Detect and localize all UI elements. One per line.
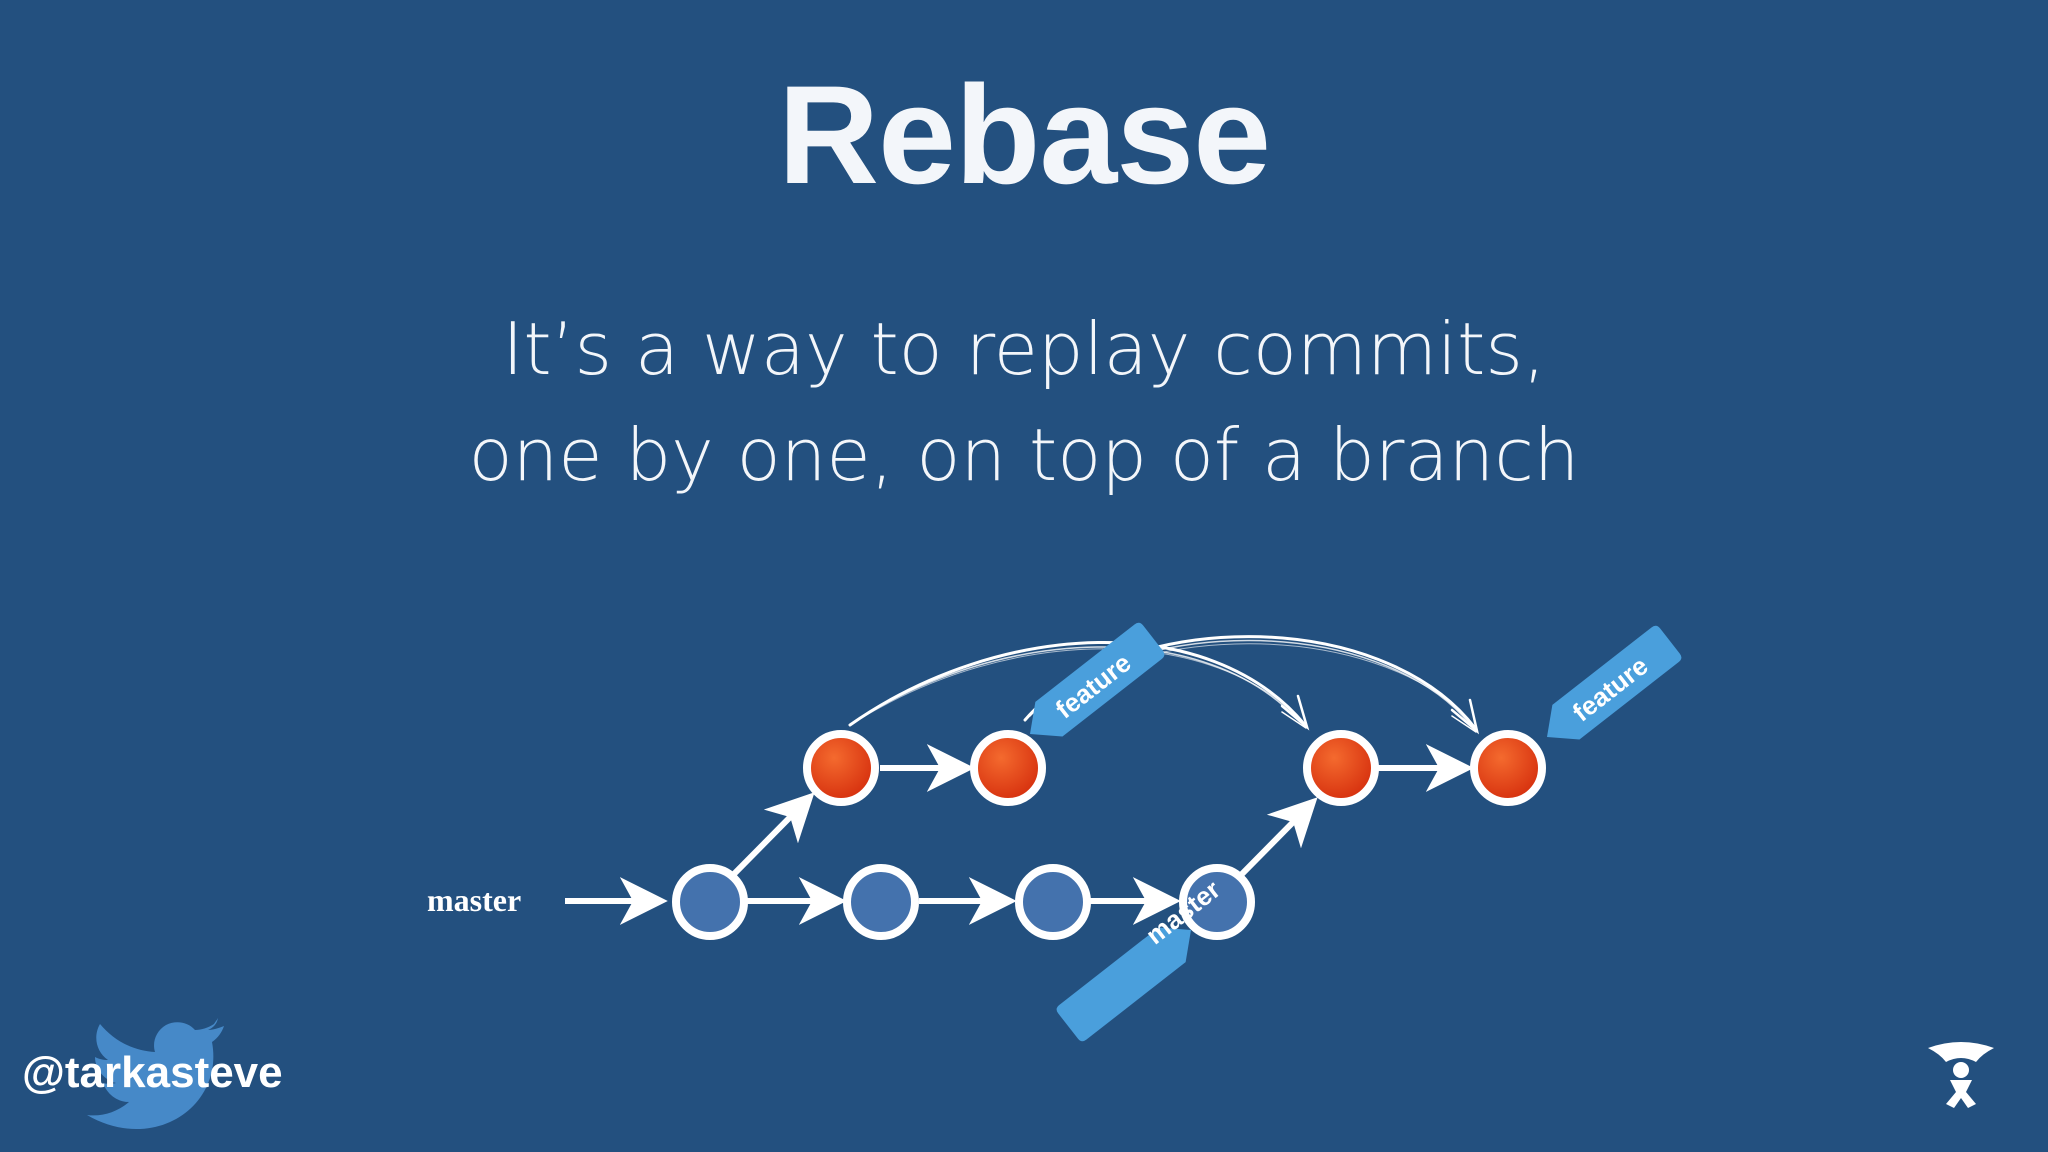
rebased-commit-2 [1470,730,1546,806]
feature-commit-1 [803,730,879,806]
subtitle-line-2: one by one, on top of a branch [468,413,1580,497]
twitter-bird-icon [87,1018,224,1130]
rebased-commit-1 [1303,730,1379,806]
atlassian-logo-icon [1928,1042,1994,1108]
tag-feature-old: feature [1030,622,1165,737]
master-commits [672,864,1255,940]
tag-feature-new: feature [1547,625,1682,740]
commit-arrows [565,744,1474,925]
slide-title: Rebase [777,56,1271,213]
arrow-m4-r1 [1237,797,1318,879]
subtitle-line-1: It’s a way to replay commits, [502,307,1546,391]
master-commit-4 [1179,864,1255,940]
master-commit-3 [1015,864,1091,940]
master-commit-1 [672,864,748,940]
replay-arrow-1 [848,641,1307,727]
twitter-handle: @tarkasteve [22,1048,283,1097]
feature-commits-original [803,730,1046,806]
arrow-m1-f1 [730,792,815,878]
master-start-label: master [427,882,521,918]
feature-commit-2 [970,730,1046,806]
slide-subtitle: It’s a way to replay commits, one by one… [0,296,2048,508]
master-commit-2 [843,864,919,940]
replay-arrows [848,635,1480,735]
feature-commits-rebased [1303,730,1546,806]
